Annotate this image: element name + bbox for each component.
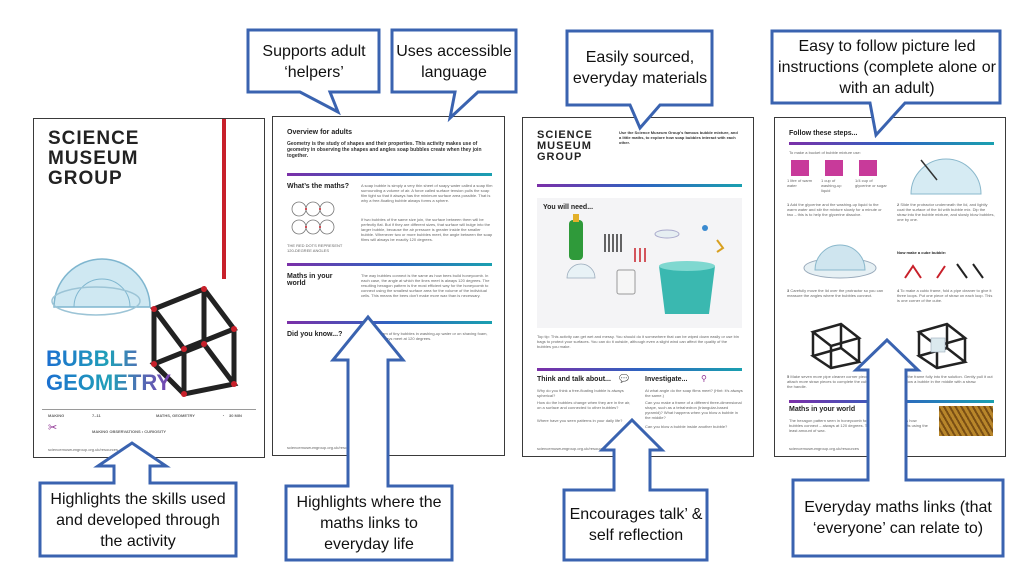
bubble-diagram [291, 201, 335, 235]
step-2: 2 Slide the protractor underneath the li… [897, 202, 995, 222]
diagram-caption: THE RED DOTS REPRESENT 120-DEGREE ANGLES [287, 243, 343, 253]
top-tip: Top tip: This activity can get wet and m… [537, 334, 739, 349]
cover-footer-time: 30 MIN [229, 413, 242, 418]
cover-footer-age: 7–11 [92, 413, 101, 418]
section1-text2: If two bubbles of the same size join, th… [361, 217, 493, 242]
step3-bubbles-image [803, 244, 877, 279]
overview-url: sciencemuseumgroup.org.uk/resources [287, 445, 358, 450]
materials-image [566, 214, 725, 314]
investigate-item-1: At what angle do the soap films meet? (H… [645, 388, 743, 398]
honeycomb-image [939, 406, 993, 436]
step6-cube-bubble-image [916, 322, 968, 370]
callout-skills: Highlights the skills used and developed… [50, 490, 226, 550]
cover-title: BUBBLE GEOMETRY [46, 346, 172, 395]
cover-page: SCIENCE MUSEUM GROUP BUBBLE GEOMETRY MAK… [33, 118, 265, 458]
overview-intro: Geometry is the study of shapes and thei… [287, 141, 482, 159]
think-item-3: Where have you seen patterns in your dai… [537, 418, 623, 423]
think-item-1: Why do you think a free-floating bubble … [537, 388, 624, 398]
cup-liquid-icon [825, 160, 843, 176]
step-1: 1 Add the glycerine and the washing-up l… [787, 202, 882, 217]
page3-intro: Use the Science Museum Group’s famous bu… [619, 130, 738, 145]
overview-heading: Overview for adults [287, 129, 352, 136]
section-did-you-know: Did you know...? [287, 331, 343, 338]
think-item-2: How do the bubbles change when they are … [537, 400, 631, 410]
cup-label-2: 1 cup of washing-up liquid [821, 178, 842, 193]
section-maths-in-your-world: Maths in your world [287, 273, 333, 287]
section1-text: A soap bubble is simply a very thin shee… [361, 183, 493, 203]
step-4: 4 To make a cubic frame, fold a pipe cle… [897, 288, 993, 303]
think-and-talk-heading: Think and talk about... [537, 376, 611, 383]
callout-everyday-maths: Everyday maths links (that ‘everyone’ ca… [804, 499, 992, 537]
maths-in-your-world-heading: Maths in your world [789, 406, 856, 413]
page3-logo: SCIENCE MUSEUM GROUP [537, 129, 593, 163]
clock-icon: ◔ [222, 413, 225, 418]
cube-label: Now make a cube bubble: [897, 250, 947, 255]
page3-url: sciencemuseumgroup.org.uk/resources [537, 446, 608, 451]
you-will-need-heading: You will need... [543, 204, 594, 211]
step4-pipe-cleaner-image [904, 263, 984, 279]
section-whats-the-maths: What’s the maths? [287, 183, 349, 190]
investigate-item-2: Can you make a frame of a different thre… [645, 400, 742, 420]
overview-page: Overview for adults Geometry is the stud… [272, 116, 505, 456]
scissors-icon: ✂ [48, 422, 58, 434]
protractor-image [51, 258, 151, 316]
cup-glycerine-icon [859, 160, 877, 176]
steps-page: Follow these steps... To make a bucket o… [774, 117, 1006, 457]
steps-url: sciencemuseumgroup.org.uk/resources [789, 446, 860, 451]
materials-page: SCIENCE MUSEUM GROUP Use the Science Mus… [522, 117, 754, 457]
cover-url: sciencemuseumgroup.org.uk/resources [48, 447, 119, 452]
red-string-image [222, 119, 226, 279]
step5-cube-image [810, 322, 862, 370]
cup-water-icon [791, 160, 809, 176]
cover-footer-skills: MAKING OBSERVATIONS • CURIOSITY [92, 429, 167, 434]
steps-heading: Follow these steps... [789, 130, 858, 137]
speech-bubble-icon: 💬 [619, 374, 629, 383]
cover-footer-making: MAKING [48, 413, 65, 418]
callout-accessible-language: Uses accessible language [396, 43, 512, 81]
step-6: 6 Dip the frame fully into the solution.… [897, 374, 993, 384]
mix-label: To make a bucket of bubble mixture use: [789, 150, 861, 155]
callout-talk: Encourages talk’ & self reflection [569, 506, 703, 544]
cover-logo: SCIENCE MUSEUM GROUP [48, 128, 140, 189]
cup-label-3: 1/4 cup of glycerine or sugar [855, 178, 887, 188]
callout-materials: Easily sourced, everyday materials [572, 49, 708, 87]
cup-label-1: 1 litre of warm water [787, 178, 813, 188]
step-3: 3 Carefully move the lid over the protra… [787, 288, 884, 298]
maths-text: The hexagon pattern seen in honeycomb fo… [789, 418, 928, 433]
callout-maths-life: Highlights where the maths links to ever… [296, 493, 442, 553]
section3-text: Even in a foam of tiny bubbles in washin… [361, 331, 488, 341]
cover-footer-topic: MATHS, GEOMETRY [156, 413, 195, 418]
step-5: 5 Make seven more pipe cleaner corner pi… [787, 374, 884, 389]
callout-adult-helpers: Supports adult ‘helpers’ [262, 43, 366, 81]
callout-instructions: Easy to follow picture led instructions … [778, 37, 996, 97]
cube-frame-image [149, 285, 239, 397]
step2-protractor-image [910, 158, 982, 195]
investigate-heading: Investigate... [645, 376, 688, 383]
magnifier-icon: ⚲ [701, 374, 707, 383]
investigate-item-3: Can you blow a bubble inside another bub… [645, 424, 728, 429]
section2-text: The way bubbles connect is the same as h… [361, 273, 490, 298]
